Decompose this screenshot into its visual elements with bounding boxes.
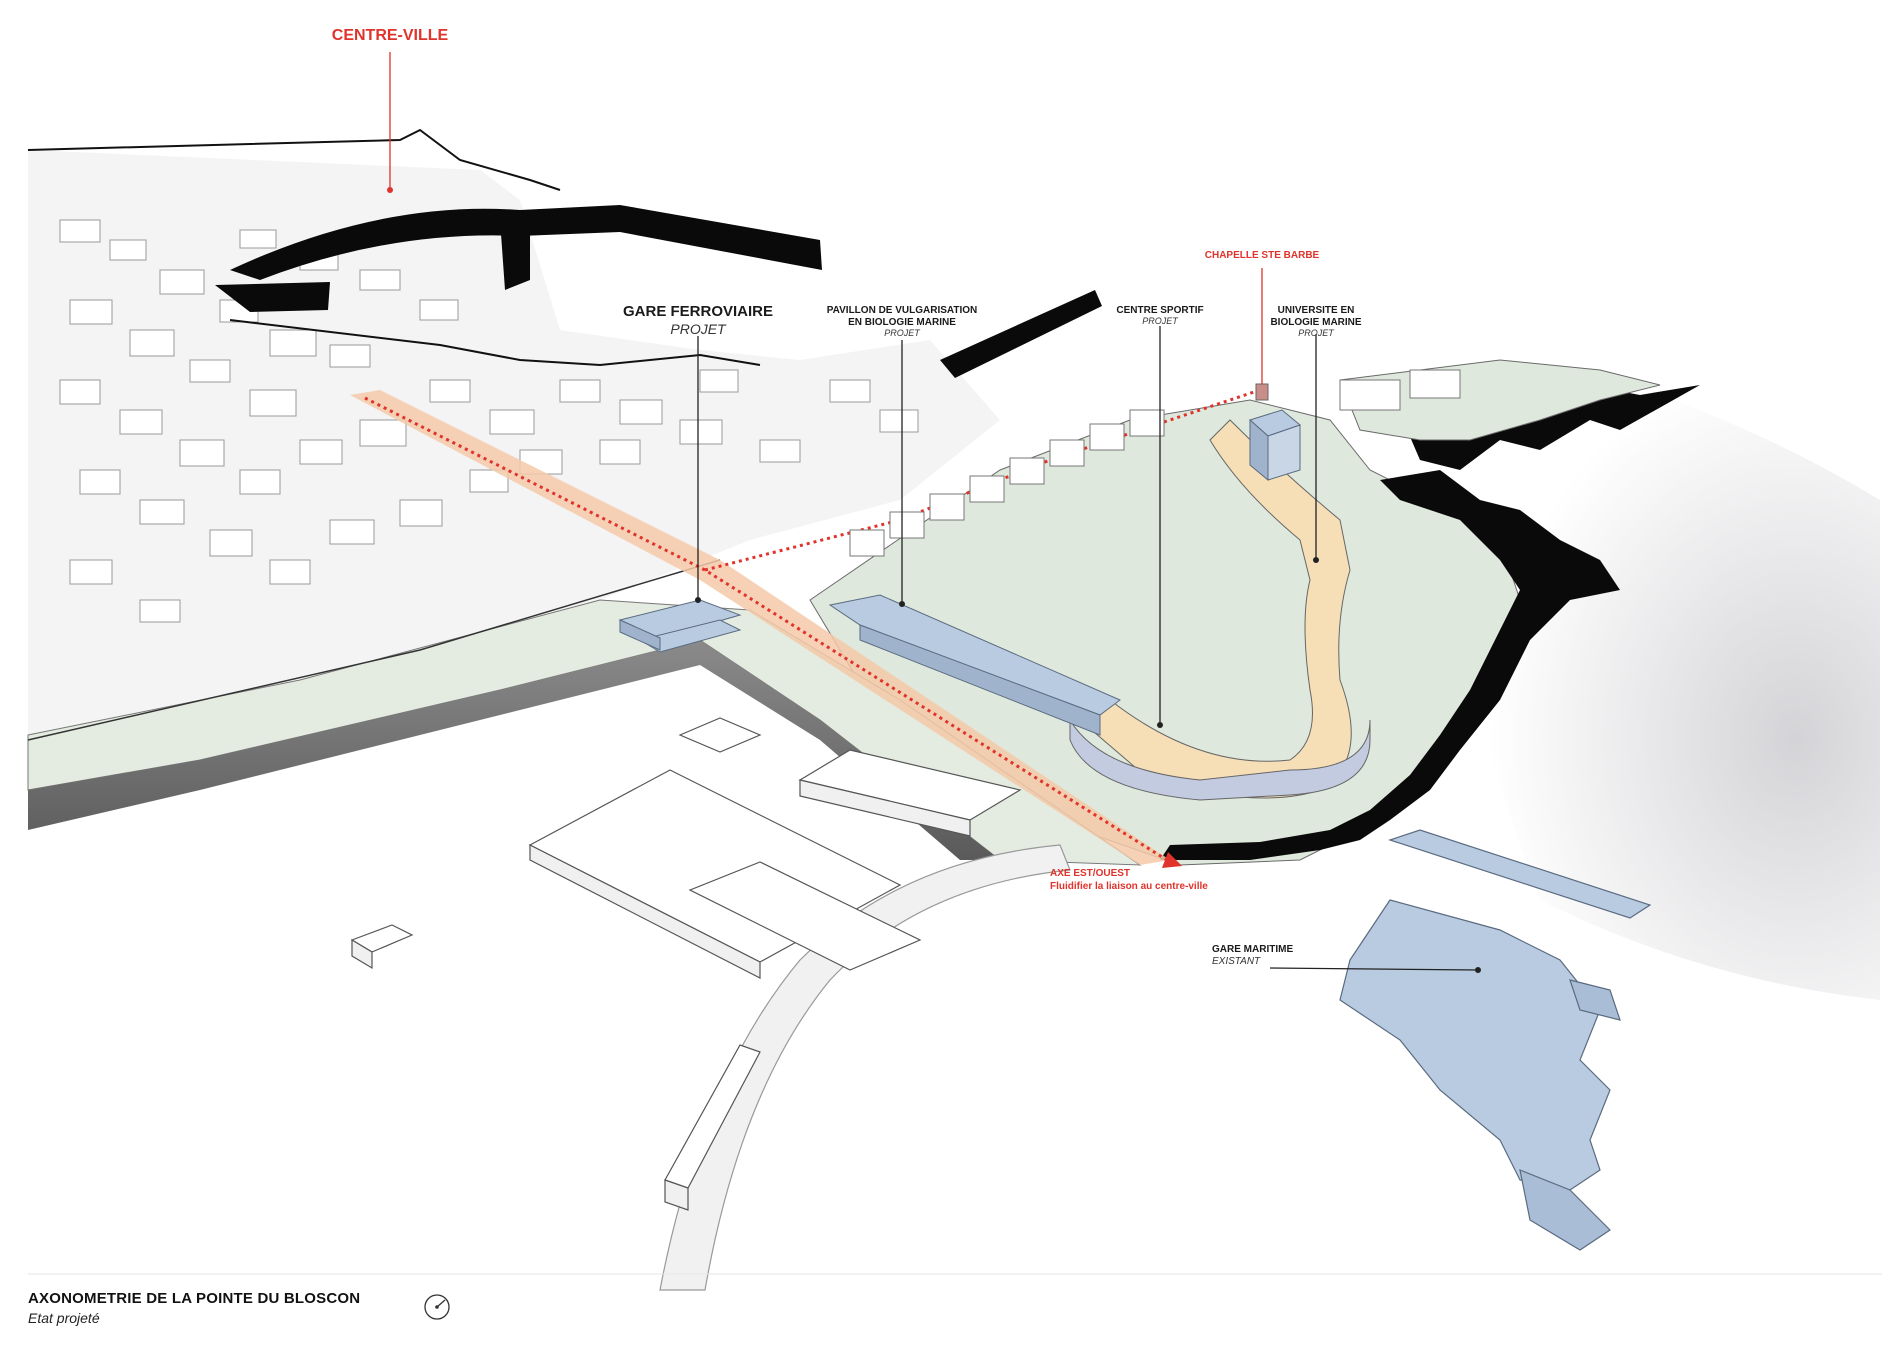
label-centre-ville: CENTRE-VILLE <box>332 27 449 44</box>
label-gare-maritime: GARE MARITIME <box>1212 944 1293 955</box>
sea-shadow <box>1320 310 1880 1000</box>
harbour-buildings <box>849 369 1461 557</box>
breakwater-west <box>215 282 330 312</box>
label-universite-line2: BIOLOGIE MARINE <box>1270 317 1361 328</box>
label-pavillon-line2: EN BIOLOGIE MARINE <box>848 317 956 328</box>
label-axe-description: Fluidifier la liaison au centre-ville <box>1050 881 1208 892</box>
town-coastline <box>27 128 761 367</box>
label-universite-line1: UNIVERSITE EN <box>1278 305 1355 316</box>
embankment-wall <box>28 640 1000 860</box>
drawing-title: AXONOMETRIE DE LA POINTE DU BLOSCON <box>28 1290 361 1307</box>
label-universite-status: PROJET <box>1298 328 1335 338</box>
industrial-buildings <box>350 717 1022 1211</box>
north-compass-icon <box>422 1292 452 1322</box>
sports-centre-ring <box>1079 419 1352 799</box>
label-leader-lines <box>389 52 1479 971</box>
label-gare-ferroviaire: GARE FERROVIAIRE <box>623 303 773 320</box>
label-gare-ferroviaire-status: PROJET <box>670 321 727 337</box>
town-buildings <box>59 219 919 623</box>
label-pavillon-line1: PAVILLON DE VULGARISATION <box>827 305 978 316</box>
axis-arrow-head <box>1162 852 1182 868</box>
maritime-station-building <box>1339 829 1652 1251</box>
chapel-building <box>1255 383 1269 401</box>
east-west-axis-line <box>364 396 1171 864</box>
drawing-caption: AXONOMETRIE DE LA POINTE DU BLOSCON Etat… <box>28 1290 360 1326</box>
axis-to-chapel-line <box>704 388 1261 572</box>
breakwater-north <box>230 205 822 280</box>
railway-line <box>27 559 721 741</box>
breakwater-pier <box>500 215 530 290</box>
label-pavillon-status: PROJET <box>884 328 921 338</box>
label-chapelle: CHAPELLE STE BARBE <box>1205 250 1320 261</box>
railway-station-building <box>618 599 742 653</box>
pavilion-building <box>828 594 1121 716</box>
breakwater-mid <box>940 290 1102 378</box>
east-west-axis-band <box>350 390 1170 865</box>
peninsula-cliff <box>1160 470 1620 860</box>
sports-centre-base <box>1069 718 1371 801</box>
label-centre-sportif: CENTRE SPORTIF <box>1116 305 1203 316</box>
label-anchor-dots <box>387 187 1481 973</box>
drawing-subtitle: Etat projeté <box>28 1310 100 1326</box>
pavilion-facade <box>859 624 1101 736</box>
university-building <box>1249 409 1302 482</box>
label-centre-sportif-status: PROJET <box>1142 316 1179 326</box>
label-axe-est-ouest: AXE EST/OUEST <box>1050 868 1130 879</box>
label-gare-maritime-status: EXISTANT <box>1212 956 1261 967</box>
